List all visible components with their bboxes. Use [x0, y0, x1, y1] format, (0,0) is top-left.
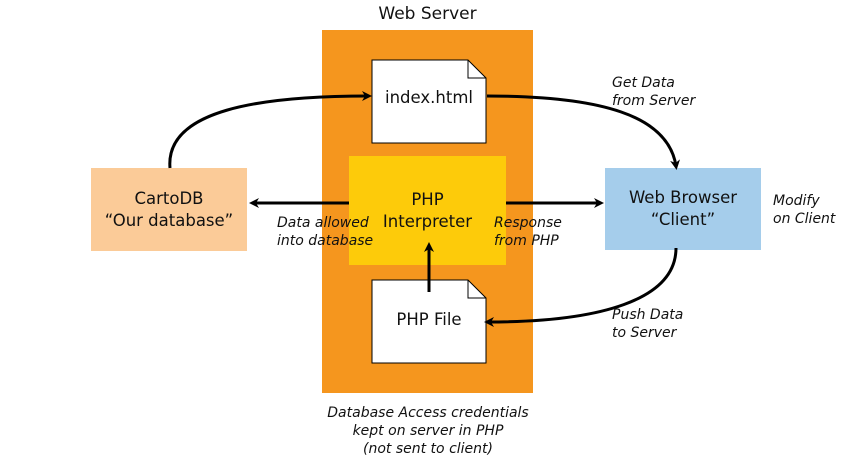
php-file-label: PHP File	[396, 310, 462, 329]
modify-line1: Modify	[773, 193, 820, 209]
response-line2: from PHP	[494, 233, 559, 249]
allowed-line2: into database	[277, 233, 374, 249]
footer-line1: Database Access credentials	[327, 405, 529, 421]
get-data-line1: Get Data	[612, 75, 675, 91]
push-line2: to Server	[612, 325, 677, 341]
web-server-title: Web Server	[378, 4, 477, 24]
index-html-label: index.html	[385, 88, 473, 107]
modify-line2: on Client	[773, 211, 836, 227]
php-file-document-icon	[371, 279, 487, 364]
footer-line3: (not sent to client)	[363, 441, 493, 457]
data-allowed-label: Data allowed into database	[277, 214, 373, 250]
web-browser-box: Web Browser “Client”	[605, 168, 761, 250]
footer-line2: kept on server in PHP	[352, 423, 504, 439]
index-html-document-icon	[371, 59, 487, 144]
modify-on-client-label: Modify on Client	[773, 192, 835, 228]
php-interpreter-label-line1: PHP	[411, 189, 444, 209]
arrow-cartodb-to-index	[168, 91, 372, 169]
allowed-line1: Data allowed	[277, 215, 369, 231]
cartodb-label-line2: “Our database”	[104, 210, 234, 230]
cartodb-box: CartoDB “Our database”	[91, 168, 247, 251]
get-data-label: Get Data from Server	[612, 74, 695, 110]
response-line1: Response	[494, 215, 562, 231]
push-data-label: Push Data to Server	[612, 306, 683, 342]
cartodb-label-line1: CartoDB	[134, 188, 204, 208]
web-browser-label-line1: Web Browser	[628, 188, 738, 207]
push-line1: Push Data	[612, 307, 684, 323]
arrow-browser-to-php-file	[484, 247, 678, 327]
php-interpreter-label-line2: Interpreter	[382, 211, 473, 231]
web-browser-label-line2: “Client”	[650, 210, 716, 229]
footer-note: Database Access credentials kept on serv…	[300, 404, 556, 458]
response-label: Response from PHP	[494, 214, 562, 250]
arrow-index-to-browser	[486, 94, 681, 170]
get-data-line2: from Server	[612, 93, 696, 109]
